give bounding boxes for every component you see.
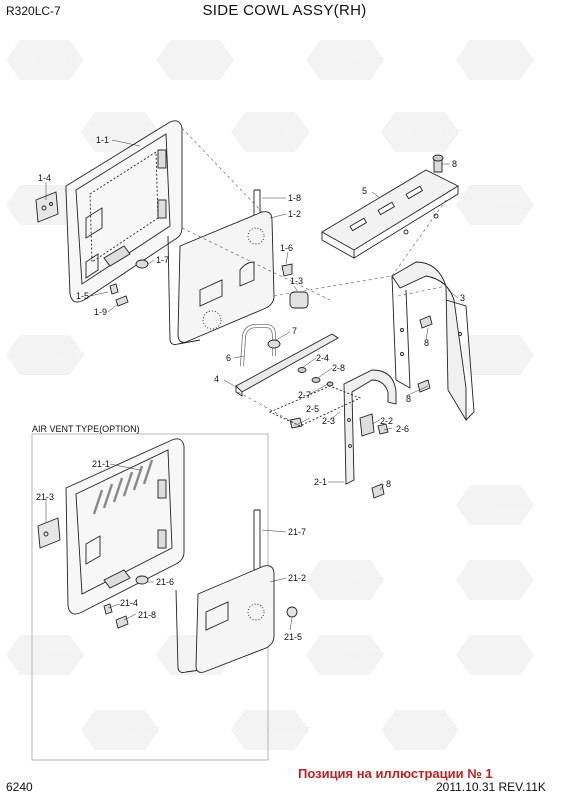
watermark-text: COMPART [34,351,84,362]
callout-2-6: 2-6 [396,424,409,434]
callout-6: 6 [226,353,231,363]
callout-2-3: 2-3 [322,416,335,426]
callout-1-8: 1-8 [288,193,301,203]
callout-21-6: 21-6 [156,577,174,587]
callout-2-5: 2-5 [306,404,319,414]
watermark-text: COMPART [484,501,534,512]
support-bar [235,333,339,393]
air-vent-option-assembly [31,433,298,761]
watermark-text: KOMПАРТ [34,56,84,67]
callout-1-9: 1-9 [94,307,107,317]
position-note: Позиция на иллюстрации № 1 [298,766,493,781]
callout-8: 8 [386,479,391,489]
callout-1-5: 1-5 [76,291,89,301]
page-title: SIDE COWL ASSY(RH) [202,2,367,19]
callout-1-4: 1-4 [38,173,51,183]
callout-21-8: 21-8 [138,610,156,620]
watermark-text: COMPART [184,56,234,67]
upper-assembly [35,120,475,499]
latch [35,191,59,223]
cover-plate [177,211,275,343]
callout-21-2: 21-2 [288,573,306,583]
small-bracket [343,369,397,485]
callout-labels: 1-1 1-4 1-8 1-2 1-6 1-7 1-3 1-5 1-9 7 6 … [32,135,465,642]
model-code: R320LC-7 [6,4,61,18]
callout-5: 5 [362,186,367,196]
callout-1-2: 1-2 [288,209,301,219]
callout-1-6: 1-6 [280,243,293,253]
callout-7: 7 [292,326,297,336]
callout-1-3: 1-3 [290,276,303,286]
watermark-text: COMPART [484,201,534,212]
callout-21-7: 21-7 [288,527,306,537]
callout-4: 4 [214,374,219,384]
callout-3: 3 [460,293,465,303]
watermark-text: COMPART [484,56,534,67]
date-revision: 2011.10.31 REV.11K [436,780,546,794]
side-cover-frame [65,120,183,303]
callout-2-8: 2-8 [332,363,345,373]
callout-21-4: 21-4 [120,598,138,608]
callout-21-5: 21-5 [284,632,302,642]
page-number: 6240 [6,780,33,794]
callout-2-4: 2-4 [316,353,329,363]
watermark-text: KOMПАРТ [410,128,460,139]
callout-1-7: 1-7 [156,255,169,265]
callout-8: 8 [424,338,429,348]
assembly-lines [181,127,447,427]
watermark-text: KOMПАРТ [260,128,310,139]
section-label: AIR VENT TYPE(OPTION) [32,424,140,434]
callout-21-3: 21-3 [36,492,54,502]
watermark-text: COMPART [260,726,310,737]
watermark-text: COMPART [34,651,84,662]
callout-21-1: 21-1 [92,459,110,469]
callout-8: 8 [452,159,457,169]
channel-bracket [391,261,467,422]
watermark-text: KOMПАРТ [334,56,384,67]
callout-8: 8 [406,394,411,404]
watermark-text: KOMПАРТ [110,726,160,737]
watermark-layer: KOMПАРТ COMPART KOMПАРТ COMPART KOMПАРТ … [6,40,534,750]
leader-lines [45,139,459,631]
callout-1-1: 1-1 [96,135,109,145]
watermark-text: KOMПАРТ [334,576,384,587]
callout-2-1: 2-1 [314,477,327,487]
callout-2-7: 2-7 [298,390,311,400]
mount-bracket [321,169,459,251]
callout-2-2: 2-2 [380,416,393,426]
watermark-text: KOMПАРТ [334,651,384,662]
